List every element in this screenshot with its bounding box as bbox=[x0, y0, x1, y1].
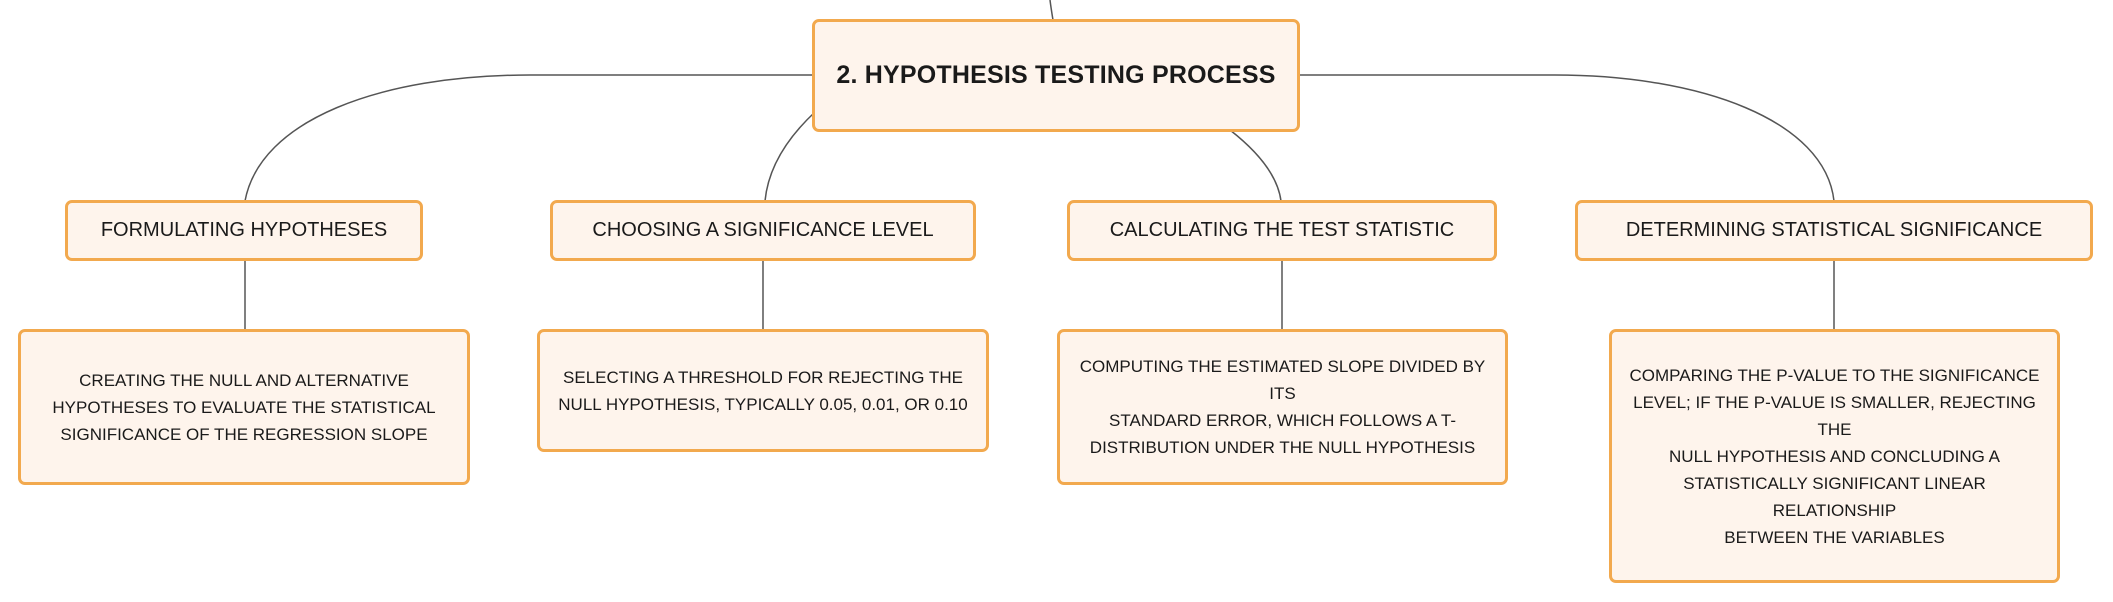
detail-node-calculating-test-statistic[interactable]: COMPUTING THE ESTIMATED SLOPE DIVIDED BY… bbox=[1057, 329, 1508, 485]
detail-line: NULL HYPOTHESIS AND CONCLUDING A bbox=[1669, 446, 2000, 466]
connector-root-topic-4 bbox=[1298, 74, 1835, 202]
detail-line: SELECTING A THRESHOLD FOR REJECTING THE bbox=[563, 367, 963, 387]
connector-parent-root bbox=[1049, 0, 1054, 21]
topic-label: CALCULATING THE TEST STATISTIC bbox=[1109, 219, 1455, 241]
root-node[interactable]: 2. HYPOTHESIS TESTING PROCESS bbox=[812, 19, 1300, 132]
detail-node-formulating-hypotheses[interactable]: CREATING THE NULL AND ALTERNATIVE HYPOTH… bbox=[18, 329, 470, 485]
topic-label: CHOOSING A SIGNIFICANCE LEVEL bbox=[592, 219, 934, 241]
detail-line: STANDARD ERROR, WHICH FOLLOWS A T- bbox=[1109, 411, 1456, 430]
detail-line: HYPOTHESES TO EVALUATE THE STATISTICAL bbox=[52, 397, 436, 417]
detail-line: DISTRIBUTION UNDER THE NULL HYPOTHESIS bbox=[1089, 438, 1476, 457]
detail-line: STATISTICALLY SIGNIFICANT LINEAR RELATIO… bbox=[1683, 473, 1986, 520]
detail-line: LEVEL; IF THE P-VALUE IS SMALLER, REJECT… bbox=[1633, 392, 2036, 439]
connector-root-topic-3 bbox=[1229, 129, 1282, 202]
detail-node-choosing-significance-level[interactable]: SELECTING A THRESHOLD FOR REJECTING THE … bbox=[537, 329, 989, 452]
topic-node-choosing-significance-level[interactable]: CHOOSING A SIGNIFICANCE LEVEL bbox=[550, 200, 976, 261]
detail-node-determining-statistical-significance[interactable]: COMPARING THE P-VALUE TO THE SIGNIFICANC… bbox=[1609, 329, 2060, 583]
detail-line: COMPARING THE P-VALUE TO THE SIGNIFICANC… bbox=[1629, 365, 2040, 385]
detail-line: COMPUTING THE ESTIMATED SLOPE DIVIDED BY… bbox=[1079, 357, 1486, 403]
root-label: 2. HYPOTHESIS TESTING PROCESS bbox=[836, 61, 1276, 89]
topic-node-determining-statistical-significance[interactable]: DETERMINING STATISTICAL SIGNIFICANCE bbox=[1575, 200, 2093, 261]
detail-line: BETWEEN THE VARIABLES bbox=[1724, 527, 1945, 547]
connector-root-topic-1 bbox=[244, 74, 815, 202]
connector-root-topic-2 bbox=[764, 111, 816, 202]
detail-line: CREATING THE NULL AND ALTERNATIVE bbox=[79, 370, 409, 390]
topic-node-calculating-test-statistic[interactable]: CALCULATING THE TEST STATISTIC bbox=[1067, 200, 1497, 261]
detail-line: SIGNIFICANCE OF THE REGRESSION SLOPE bbox=[60, 424, 428, 444]
topic-label: FORMULATING HYPOTHESES bbox=[100, 219, 388, 241]
topic-label: DETERMINING STATISTICAL SIGNIFICANCE bbox=[1625, 219, 2043, 241]
detail-line: NULL HYPOTHESIS, TYPICALLY 0.05, 0.01, O… bbox=[558, 394, 968, 414]
topic-node-formulating-hypotheses[interactable]: FORMULATING HYPOTHESES bbox=[65, 200, 423, 261]
